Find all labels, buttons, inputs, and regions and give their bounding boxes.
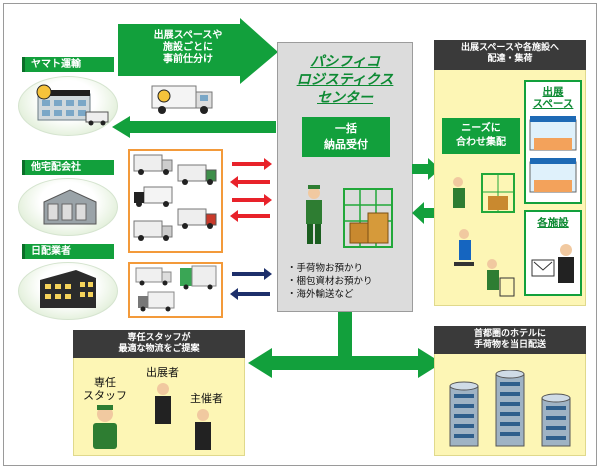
center-title-line-2: ロジスティクス [296,72,394,88]
office-building-icon [40,270,96,308]
exhibit-space-line-2: スペース [532,98,574,110]
needs-box-line-2: 合わせ集配 [456,137,506,148]
label-courier-text: 日配業者 [31,246,71,257]
truck-1 [133,154,173,175]
reception-staff-icon [531,244,574,283]
organizer-label: 主催者 [190,392,223,405]
yamato-truck-icon [151,85,213,114]
center-right-arrows-icon [412,158,440,224]
center-services-list: ・手荷物お預かり ・梱包資材お預かり ・海外輸送など [287,262,373,301]
exhibitor-person-icon [155,383,171,424]
organizer-person-icon [195,409,211,450]
staff-proposal-header: 専任スタッフが 最適な物流をご提案 [73,330,245,358]
bullet-packing: ・梱包資材お預かり [287,276,373,287]
bullet-baggage: ・手荷物お預かり [287,263,364,274]
dedicated-staff-label: 専任 スタッフ [80,376,130,402]
red-bidirectional-arrows-icon [230,158,272,222]
staff-header-line-2: 最適な物流をご提案 [118,344,200,354]
hotel-buildings-icon [449,370,571,447]
delivery-staff-icon [453,173,515,297]
label-yamato-text: ヤマト運輸 [31,59,81,70]
delivery-panel-header: 出展スペースや各施設へ 配達・集荷 [434,40,586,70]
logistics-center-panel: パシフィコ ロジスティクス センター 一括 納品受付 [277,42,413,312]
navy-bidirectional-arrows-icon [230,268,272,300]
delivery-header-line-2: 配達・集荷 [487,54,533,64]
warehouse-building-icon [43,189,97,225]
facilities-title: 各施設 [537,217,569,229]
bullet-overseas: ・海外輸送など [287,289,354,300]
exhibit-space-line-1: 出展 [542,86,564,98]
center-distribution-arrow-icon [248,312,442,378]
pre-sort-arrow-text: 出展スペースや 施設ごとに 事前仕分け [128,30,248,66]
staff-and-cargo-icon [306,185,393,248]
exhibitor-label: 出展者 [146,366,179,379]
center-title-line-3: センター [317,90,373,106]
hotel-delivery-header: 首都圏のホテルに 手荷物を当日配送 [434,326,586,354]
booth-icon [529,116,577,193]
staff-header-line-1: 専任スタッフが [127,333,191,343]
staff-person-icon [93,405,117,449]
pre-sort-arrow-icon [118,18,278,84]
label-other-delivery-text: 他宅配会社 [31,162,81,173]
hotel-header-line-1: 首都圏のホテルに [473,329,546,339]
pre-sort-line-2: 施設ごとに [163,42,213,53]
needs-box-line-1: ニーズに [461,123,501,134]
courier-trucks-icon [135,265,217,312]
delivery-trucks-icon [133,154,217,241]
hotel-header-line-2: 手荷物を当日配送 [473,340,546,350]
bulk-box-line-1: 一括 [335,122,357,135]
center-title-line-1: パシフィコ [310,54,380,70]
bulk-box-line-2: 納品受付 [324,138,368,151]
exhibit-space-title: 出展 スペース [530,86,576,110]
staff-label-line-1: 専任 [94,376,116,389]
label-other-delivery: 他宅配会社 [22,160,114,175]
label-courier: 日配業者 [22,244,114,259]
needs-based-box: ニーズに 合わせ集配 [442,118,520,154]
delivery-header-line-1: 出展スペースや各施設へ [461,43,559,53]
pre-sort-line-3: 事前仕分け [163,54,213,65]
staff-label-line-2: スタッフ [83,389,127,402]
pre-sort-line-1: 出展スペースや [153,30,223,41]
label-yamato: ヤマト運輸 [22,57,114,72]
bulk-receiving-box: 一括 納品受付 [302,117,390,157]
logistics-center-title: パシフィコ ロジスティクス センター [278,53,412,107]
return-to-yamato-arrow-icon [112,116,276,138]
yamato-building-icon [36,84,109,126]
